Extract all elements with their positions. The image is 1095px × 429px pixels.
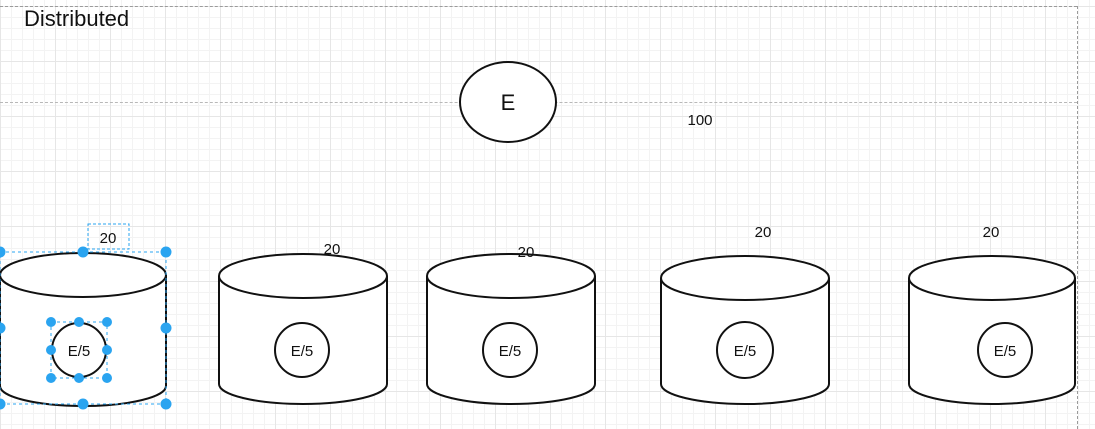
resize-handle[interactable] xyxy=(46,317,56,327)
resize-handle[interactable] xyxy=(0,246,6,258)
shard-cylinder-3[interactable]: E/5 xyxy=(426,253,596,405)
shard-node-label: E/5 xyxy=(994,343,1017,360)
diagram-title[interactable]: Distributed xyxy=(24,6,130,31)
resize-handle[interactable] xyxy=(160,246,172,258)
source-ellipse[interactable] xyxy=(459,61,557,143)
shard-node-circle[interactable] xyxy=(977,322,1033,378)
resize-handle[interactable] xyxy=(77,398,89,410)
resize-handle[interactable] xyxy=(0,398,6,410)
resize-handle[interactable] xyxy=(74,317,84,327)
shard-count[interactable]: 20 xyxy=(983,224,1000,241)
shard-count[interactable]: 20 xyxy=(518,244,535,261)
resize-handle[interactable] xyxy=(102,345,112,355)
resize-handle[interactable] xyxy=(77,246,89,258)
source-label: E xyxy=(501,90,516,115)
selection-overlay xyxy=(0,246,172,410)
resize-handle[interactable] xyxy=(46,345,56,355)
resize-handle[interactable] xyxy=(160,398,172,410)
resize-handle[interactable] xyxy=(74,373,84,383)
shard-cylinder-4[interactable]: E/5 xyxy=(660,255,830,405)
shard-node-label: E/5 xyxy=(68,343,91,360)
shard-cylinder-5[interactable]: E/5 xyxy=(908,255,1076,405)
label-selection-box xyxy=(87,223,130,250)
shard-count[interactable]: 20 xyxy=(324,241,341,258)
resize-handle[interactable] xyxy=(160,322,172,334)
resize-handle[interactable] xyxy=(102,317,112,327)
shard-count[interactable]: 20 xyxy=(755,224,772,241)
shard-count-label-1[interactable]: 20 xyxy=(87,223,130,250)
page-border xyxy=(1077,6,1078,429)
resize-handle[interactable] xyxy=(0,322,6,334)
page-border xyxy=(0,6,1077,7)
shard-node-circle[interactable] xyxy=(716,321,774,379)
shard-node-label: E/5 xyxy=(499,343,522,360)
shard-node-circle[interactable] xyxy=(274,322,330,378)
shard-cylinder-2[interactable]: E/5 xyxy=(218,253,388,405)
shard-cylinder-1[interactable]: E/5 xyxy=(0,252,167,407)
shard-node-label: E/5 xyxy=(734,343,757,360)
shard-node-label: E/5 xyxy=(291,343,314,360)
shard-node-circle[interactable] xyxy=(482,322,538,378)
source-count[interactable]: 100 xyxy=(687,112,712,129)
shard-count: 20 xyxy=(100,230,117,247)
resize-handle[interactable] xyxy=(102,373,112,383)
source-node[interactable]: E xyxy=(459,61,557,143)
resize-handle[interactable] xyxy=(46,373,56,383)
